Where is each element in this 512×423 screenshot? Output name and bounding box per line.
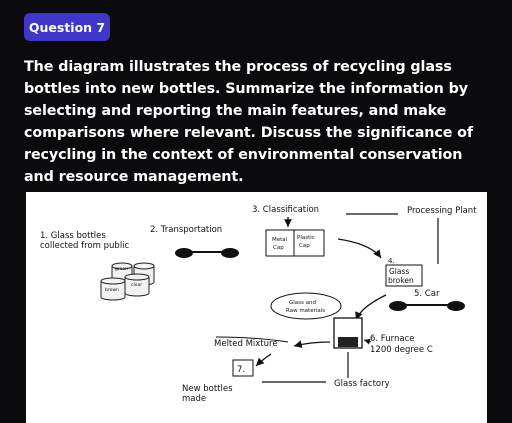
- step6-line2: 1200 degree C: [370, 345, 433, 355]
- step5-label: 5. Car: [414, 289, 440, 299]
- new-bottles-line1: New bottles: [182, 384, 233, 394]
- furnace-fire-icon: [338, 337, 358, 347]
- glass-bins: [100, 262, 155, 301]
- melted-mixture-curve: [215, 336, 289, 343]
- glass-raw-line2: Raw materials: [286, 308, 325, 314]
- step3-label: 3. Classification: [252, 205, 319, 215]
- car-icon: [389, 301, 465, 311]
- step1-line1: 1. Glass bottles: [40, 231, 106, 241]
- step6-line1: 6. Furnace: [370, 334, 414, 344]
- new-bottles-line2: made: [182, 394, 206, 404]
- bin-brown-label: brown: [105, 287, 119, 293]
- arrow-to-furnace-icon: [355, 294, 387, 321]
- bin-green-label: green: [115, 266, 128, 272]
- melted-mixture-label: Melted Mixture: [214, 339, 278, 349]
- recycling-diagram: 1. Glass bottles collected from public g…: [26, 192, 487, 423]
- arrow-to-melted-icon: [293, 340, 331, 349]
- bin-clear-label: clear: [131, 282, 142, 288]
- step7-box: [232, 359, 254, 377]
- plastic-cap-line2: Cap: [299, 243, 310, 249]
- furnace-pointer-icon: [363, 338, 372, 345]
- cap-sorting-box: [265, 229, 325, 257]
- question-prompt: The diagram illustrates the process of r…: [24, 59, 474, 185]
- arrow-to-step7-icon: [255, 353, 272, 367]
- step4-number: 4.: [388, 257, 395, 265]
- step2-label: 2. Transportation: [150, 225, 222, 235]
- diagram-canvas: 1. Glass bottles collected from public g…: [40, 205, 477, 404]
- metal-cap-line1: Metal: [272, 237, 288, 243]
- arrow-to-broken-icon: [337, 238, 382, 259]
- broken-label: broken: [388, 276, 414, 285]
- glass-raw-materials-oval: [270, 292, 342, 320]
- step1-line2: collected from public: [40, 241, 130, 251]
- step7-label: 7.: [237, 365, 245, 375]
- processing-plant-label: Processing Plant: [407, 206, 477, 216]
- glass-factory-label: Glass factory: [334, 379, 390, 389]
- glass-raw-line1: Glass and: [289, 300, 316, 306]
- glass-label: Glass: [389, 267, 409, 276]
- glass-broken-box: [385, 264, 423, 287]
- question-badge: Question 7: [24, 13, 110, 41]
- metal-cap-line2: Cap: [273, 245, 284, 251]
- truck-icon: [175, 248, 239, 258]
- plastic-cap-line1: Plastic: [297, 235, 315, 241]
